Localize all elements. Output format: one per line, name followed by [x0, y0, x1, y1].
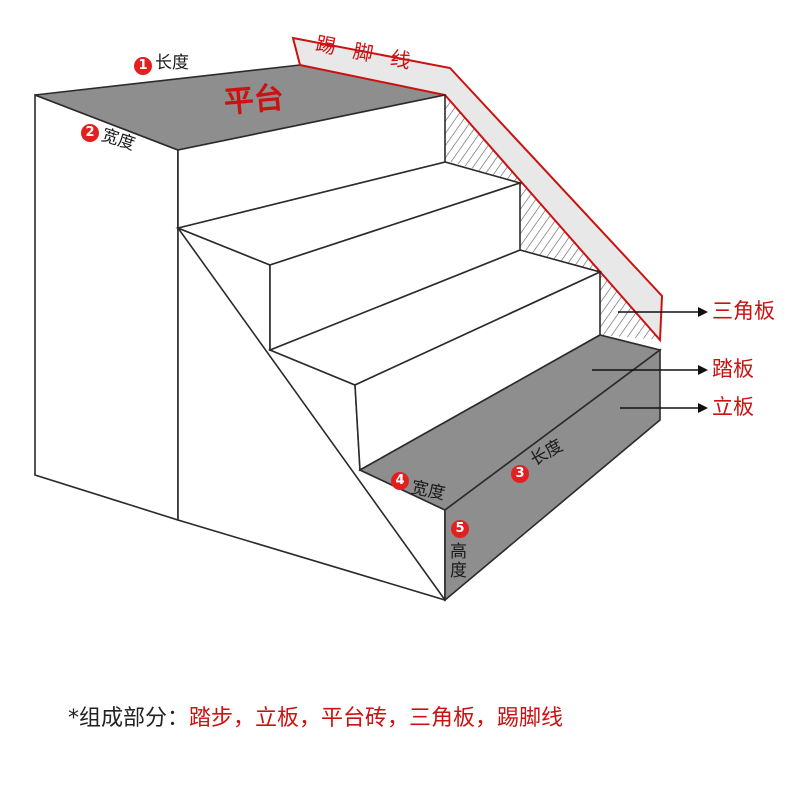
- badge-1: 1: [134, 57, 152, 75]
- arrow-triangle-board: [618, 307, 708, 317]
- arrow-riser: [620, 403, 708, 413]
- arrow-tread: [592, 365, 708, 375]
- riser-label: 立板: [712, 395, 754, 419]
- step-height-label: 高度: [450, 542, 467, 581]
- badge-5: 5: [451, 520, 469, 538]
- step-1-riser: [177, 94, 446, 230]
- triangle-board-diagonal: [177, 227, 446, 601]
- left-block-front-face: [34, 93, 179, 522]
- components-caption: *组成部分：踏步，立板，平台砖，三角板，踢脚线: [68, 700, 563, 732]
- skirting-line-strip: [291, 36, 664, 343]
- bottom-riser: [444, 348, 661, 602]
- caption-parts: 踏步，立板，平台砖，三角板，踢脚线: [189, 706, 564, 731]
- tread-label: 踏板: [712, 357, 754, 381]
- badge-4: 4: [391, 472, 409, 490]
- platform-length-label: 长度: [155, 53, 189, 73]
- caption-lead: *组成部分：: [68, 706, 190, 731]
- step-2-riser: [269, 181, 521, 352]
- badge-2: 2: [81, 124, 99, 142]
- badge-3: 3: [511, 465, 529, 483]
- triangle-board-label: 三角板: [712, 299, 775, 323]
- platform-label: 平台: [222, 80, 286, 121]
